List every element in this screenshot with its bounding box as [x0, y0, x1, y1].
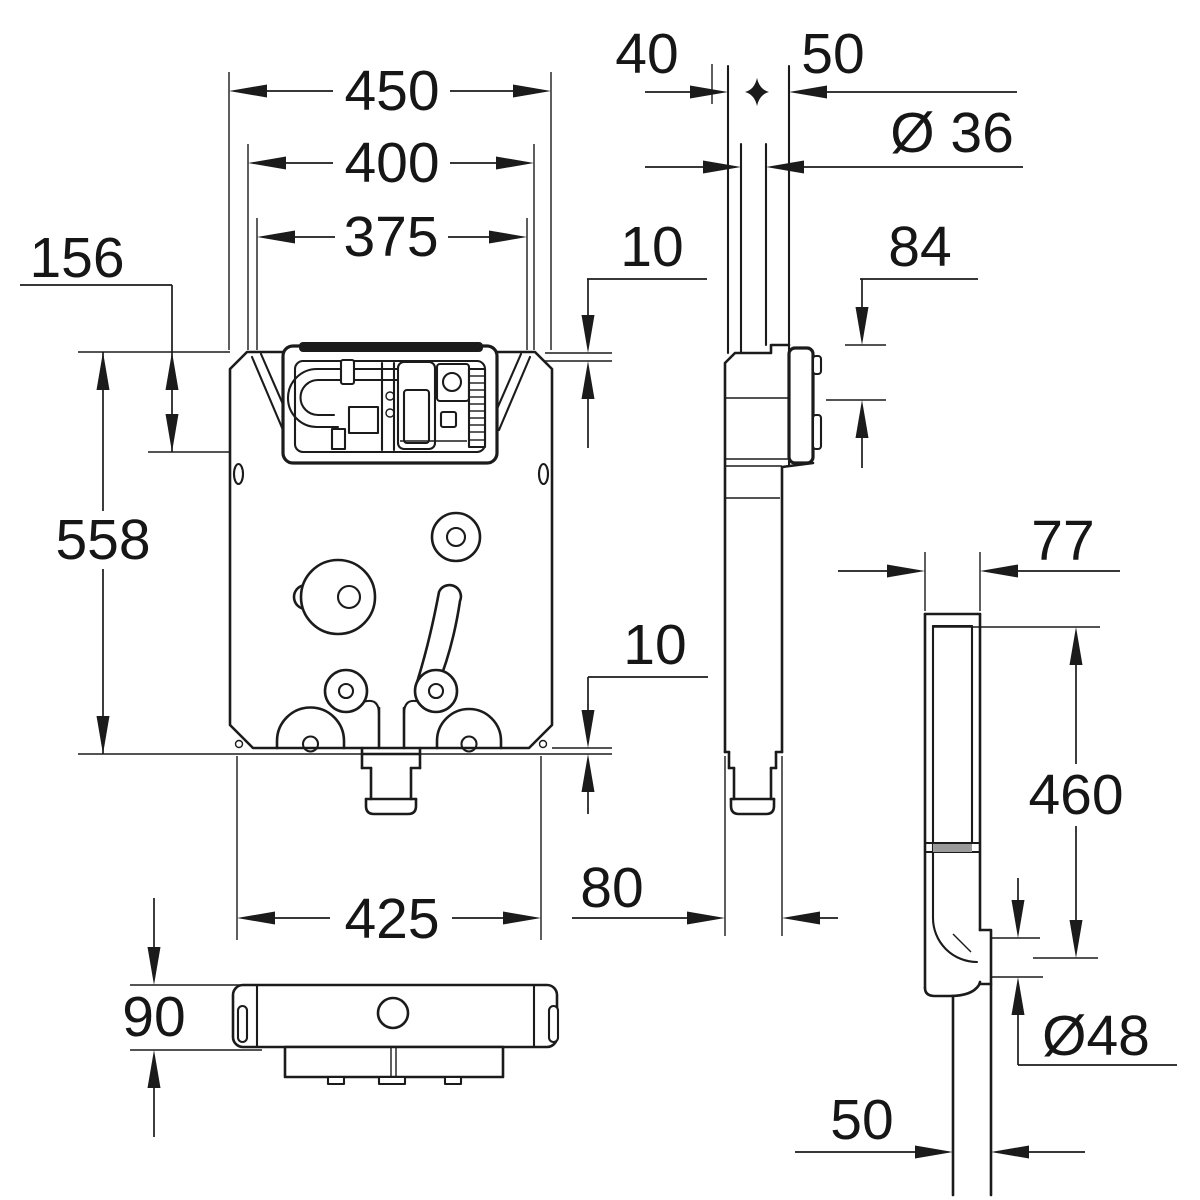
inspection-box — [281, 342, 499, 465]
dim-wall-gap-top: 10 — [581, 215, 707, 448]
dim-flush-pipe-height: 460 — [1028, 627, 1124, 958]
side-outlet-spigot — [723, 750, 784, 816]
corner-screw-right — [538, 739, 548, 749]
dim-460-label: 460 — [1028, 763, 1123, 827]
dim-supply-pipe-diameter: Ø 36 — [645, 101, 1023, 174]
flush-valve-assembly — [396, 360, 487, 451]
dim-558-label: 558 — [55, 508, 150, 572]
corner-screw-left — [234, 739, 244, 749]
front-outlet-spigot — [360, 746, 422, 816]
dim-50-bottom-label: 50 — [830, 1088, 893, 1152]
side-body-outline — [723, 343, 791, 754]
dim-width-inner: 375 — [256, 205, 528, 350]
side-view — [711, 64, 823, 816]
dim-inspection-box-depth: 84 — [855, 215, 978, 468]
dim-84-label: 84 — [888, 215, 951, 279]
keyhole-mount — [292, 558, 377, 636]
cartridge-ribs — [469, 375, 485, 441]
dim-425-label: 425 — [344, 887, 439, 951]
box-top-band — [299, 342, 483, 352]
dim-outlet-elbow-diameter: Ø48 — [1011, 878, 1177, 1068]
dim-pipe-offsets: 40 50 — [615, 22, 1017, 106]
upper-port-circle — [430, 511, 482, 563]
base-plate-outline — [231, 983, 559, 1049]
base-center-hole — [376, 996, 410, 1030]
dim-wall-gap-bottom: 10 — [581, 613, 708, 814]
bracket-slot-right — [547, 1004, 560, 1044]
dim-flush-pipe-width: 77 — [838, 509, 1120, 611]
dim-dia48-label: Ø48 — [1042, 1004, 1150, 1068]
dim-down-pipe-width: 50 — [795, 1088, 1085, 1159]
box-clip-lower — [811, 413, 823, 451]
screw-slot-right — [537, 462, 550, 486]
base-rail — [283, 1045, 505, 1079]
pipe-coupling — [923, 841, 982, 854]
bottom-humps — [275, 706, 503, 753]
flush-pipe-view — [923, 612, 993, 1197]
outlet-valve-lobes — [323, 668, 459, 750]
dim-80-label: 80 — [580, 856, 643, 920]
supply-pipes — [711, 64, 791, 355]
dimensions: 450 400 375 156 — [20, 22, 1177, 1159]
centerline-marker — [745, 78, 769, 106]
dim-outlet-depth: 80 — [572, 756, 838, 936]
dim-50-top-label: 50 — [801, 22, 864, 86]
dim-10-bottom-label: 10 — [623, 613, 686, 677]
dim-width-frame: 400 — [247, 131, 535, 350]
dim-base-depth: 90 — [122, 898, 186, 1137]
bottom-view — [231, 983, 560, 1086]
box-clip-upper — [811, 354, 823, 376]
dim-400-label: 400 — [344, 131, 439, 195]
front-view — [228, 342, 554, 816]
dim-40-label: 40 — [615, 22, 678, 86]
reference-lines — [78, 344, 1100, 1051]
dim-10-top-label: 10 — [620, 215, 683, 279]
dim-375-label: 375 — [343, 205, 438, 269]
dim-base-width: 425 — [236, 756, 542, 951]
dim-156-label: 156 — [29, 226, 124, 290]
dim-450-label: 450 — [344, 59, 439, 123]
dim-dia36-label: Ø 36 — [890, 101, 1014, 165]
bracket-slot-left — [236, 1004, 249, 1044]
dim-inspection-box-height: 156 — [20, 226, 179, 452]
dim-77-label: 77 — [1031, 509, 1094, 573]
upper-port-hole — [445, 526, 467, 548]
side-inspection-box — [787, 346, 815, 465]
dim-width-overall: 450 — [228, 59, 552, 350]
outlet-elbow — [923, 916, 993, 998]
dim-90-label: 90 — [122, 985, 185, 1049]
screw-slot-left — [232, 462, 245, 486]
dim-body-height: 558 — [55, 352, 151, 754]
